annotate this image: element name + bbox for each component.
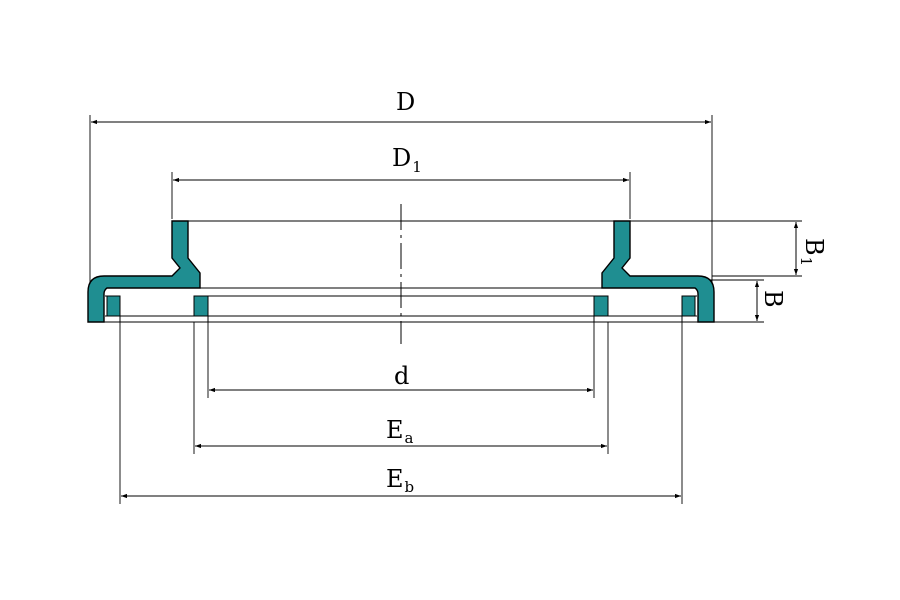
roller-left-inner xyxy=(193,295,209,317)
label-d: d xyxy=(394,362,409,390)
rolling-elements xyxy=(106,295,696,317)
label-D: D xyxy=(396,88,415,116)
extension-lines xyxy=(89,115,802,504)
dimension-labels: D D1 d Ea Eb B1 B xyxy=(386,88,828,496)
label-B1: B1 xyxy=(797,238,828,266)
roller-left-outer xyxy=(106,295,121,317)
roller-right-inner xyxy=(593,295,609,317)
dimension-lines xyxy=(91,119,799,499)
label-B: B xyxy=(759,290,787,308)
housing-section-right xyxy=(601,220,715,323)
label-Ea: Ea xyxy=(386,416,414,447)
label-D1: D1 xyxy=(392,144,422,176)
roller-right-outer xyxy=(681,295,696,317)
label-Eb: Eb xyxy=(386,465,414,496)
housing-section-left xyxy=(87,220,201,323)
